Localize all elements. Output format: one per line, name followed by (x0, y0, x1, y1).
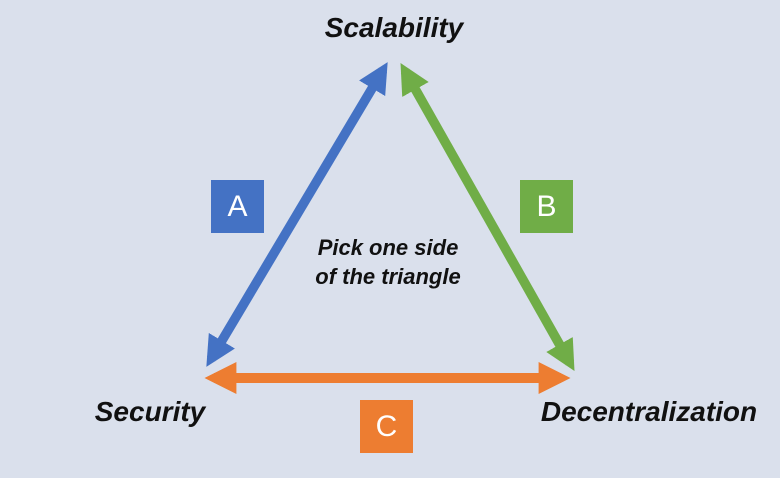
vertex-label-decentralization: Decentralization (540, 396, 758, 427)
center-note: Pick one side of the triangle (268, 233, 508, 291)
edge-badge-a: A (211, 180, 264, 233)
edge-badge-c: C (360, 400, 413, 453)
vertex-label-scalability: Scalability (324, 12, 464, 43)
vertex-label-security: Security (94, 396, 206, 427)
edge-arrow-scalability-decentralization (400, 63, 575, 371)
edge-badge-b: B (520, 180, 573, 233)
edge-arrow-scalability-security (206, 62, 388, 367)
center-note-line2: of the triangle (315, 264, 461, 289)
center-note-line1: Pick one side (317, 235, 459, 260)
